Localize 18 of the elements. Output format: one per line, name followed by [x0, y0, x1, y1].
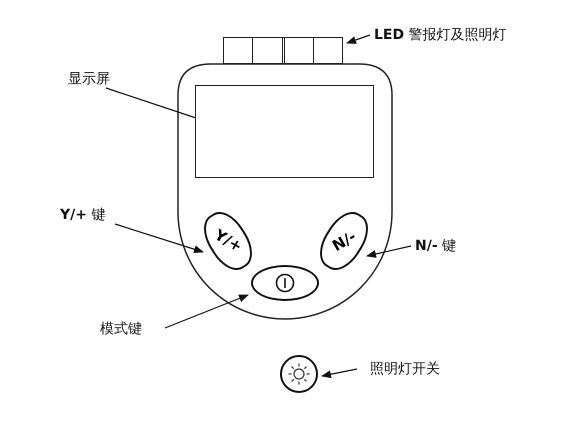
leader-line [346, 34, 370, 44]
callout-label: 模式键 [100, 320, 142, 338]
leader-line [321, 368, 358, 378]
leader-line [114, 223, 204, 254]
light-switch [280, 355, 318, 393]
key-label: Y/+ [210, 226, 246, 256]
mode-button [251, 265, 319, 301]
callout-label: N/- 键 [415, 237, 456, 255]
callout-label: Y/+ 键 [60, 206, 106, 224]
leader-line [106, 87, 196, 119]
callout-label: LED 警报灯及照明灯 [374, 26, 507, 44]
callout-label: 照明灯开关 [370, 360, 440, 378]
leader-line [164, 294, 249, 329]
led-bar [223, 37, 343, 64]
callout-label: 显示屏 [68, 70, 110, 88]
key-label: N/- [328, 227, 359, 255]
display-screen [195, 85, 374, 178]
leader-line [366, 245, 412, 258]
